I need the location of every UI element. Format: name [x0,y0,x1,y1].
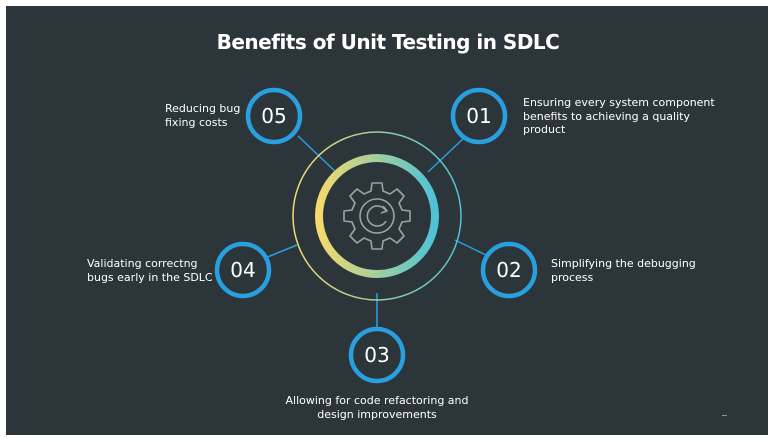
outer-ring [292,131,462,301]
item-04-number: 04 [230,258,256,282]
item-01-label: Ensuring every system component benefits… [523,96,715,136]
item-03-number: 03 [364,343,390,367]
corner-mark [722,415,727,416]
item-03-circle [348,326,406,384]
item-05-label: Reducing bug fixing costs [165,102,241,129]
item-05-circle [245,87,303,145]
item-02-label: Simplifying the debugging process [551,257,696,284]
inner-ring [315,154,439,278]
slide-title: Benefits of Unit Testing in SDLC [216,30,560,54]
item-05-number: 05 [261,104,287,128]
item-04-circle [214,241,272,299]
item-02-number: 02 [496,258,522,282]
connector-04 [264,244,298,259]
item-01-circle [450,87,508,145]
item-04-label: Validating correctng bugs early in the S… [87,257,213,284]
connector-01 [427,135,467,173]
item-02-circle [480,241,538,299]
connector-02 [454,239,487,256]
item-03-label: Allowing for code refactoring and design… [285,394,469,421]
item-01-number: 01 [466,104,492,128]
gear-refresh-icon [343,182,411,250]
